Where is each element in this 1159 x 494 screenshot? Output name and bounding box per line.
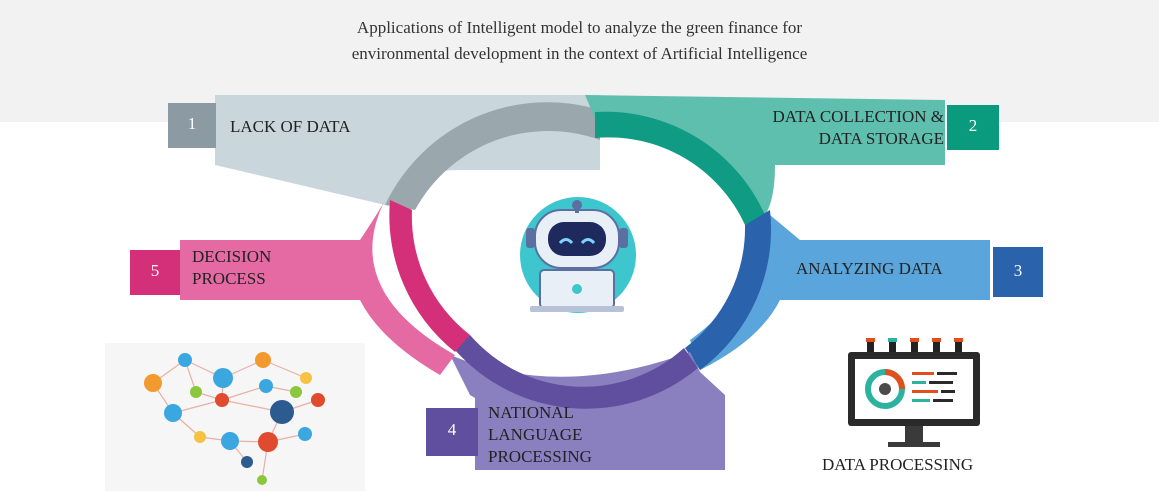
step-4-banner <box>426 335 725 470</box>
monitor-dashboard-icon <box>848 338 980 447</box>
step-2-shape <box>585 95 945 215</box>
step-1-ring-segment <box>385 102 600 210</box>
title-line-1: Applications of Intelligent model to ana… <box>356 18 803 37</box>
step-4-label-line-2: LANGUAGE <box>488 425 583 444</box>
step-4-ring-segment <box>455 335 698 409</box>
step-1-banner <box>168 95 600 210</box>
step-4-label: NATIONAL LANGUAGE PROCESSING <box>488 402 592 468</box>
step-1-number: 1 <box>187 114 197 133</box>
step-3-label: ANALYZING DATA <box>796 258 943 280</box>
step-5-shape <box>180 200 455 375</box>
step-2-ring-segment <box>595 111 765 225</box>
step-1-number-box <box>168 103 216 148</box>
step-5-label-line-1: DECISION <box>192 247 272 266</box>
step-4-label-line-3: PROCESSING <box>488 447 592 466</box>
step-5-label-line-2: PROCESS <box>192 269 266 288</box>
step-5-ring-segment <box>389 200 470 352</box>
step-2-number-box <box>947 105 999 150</box>
step-2-number: 2 <box>968 116 978 135</box>
step-5-number-box <box>130 250 180 295</box>
data-processing-caption: DATA PROCESSING <box>822 455 974 474</box>
step-1-label: LACK OF DATA <box>230 116 350 138</box>
step-2-label-line-2: DATA STORAGE <box>818 129 944 148</box>
step-4-number: 4 <box>447 420 457 439</box>
step-5-label: DECISION PROCESS <box>192 246 271 290</box>
step-2-label: DATA COLLECTION & DATA STORAGE <box>724 106 944 150</box>
brain-network-icon <box>105 343 365 491</box>
title-line-2: environmental development in the context… <box>351 44 808 63</box>
step-3-number-box <box>993 247 1043 297</box>
step-2-label-line-1: DATA COLLECTION & <box>772 107 944 126</box>
step-2-banner <box>585 95 999 225</box>
step-3-ring-segment <box>685 210 772 370</box>
monitor-top-pins <box>866 338 963 352</box>
step-4-number-box <box>426 408 478 456</box>
step-4-label-line-1: NATIONAL <box>488 403 574 422</box>
step-5-banner <box>130 200 470 375</box>
step-5-number: 5 <box>150 261 160 280</box>
step-3-number: 3 <box>1013 261 1023 280</box>
step-3-banner <box>685 210 1043 370</box>
step-1-label-line-1: LACK OF DATA <box>230 117 351 136</box>
step-3-label-line-1: ANALYZING DATA <box>796 259 943 278</box>
robot-with-laptop-icon <box>506 190 650 334</box>
